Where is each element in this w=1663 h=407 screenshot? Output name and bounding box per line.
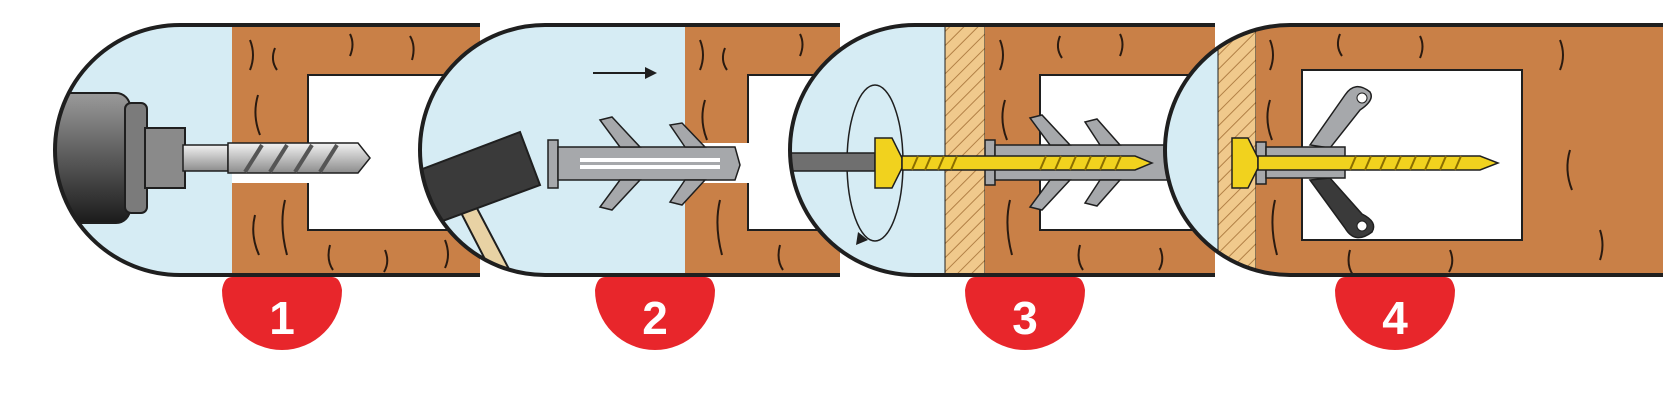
- step-badge-3: 3: [965, 277, 1085, 350]
- step-panel-3: [788, 23, 1215, 277]
- step-number-3: 3: [1012, 292, 1038, 344]
- step-number-4: 4: [1382, 292, 1408, 344]
- drill-icon: [55, 92, 186, 224]
- screw-icon: [1231, 137, 1501, 189]
- step-number-2: 2: [642, 292, 668, 344]
- wall-anchor-icon: [547, 116, 741, 211]
- step-panel-4: [1163, 23, 1663, 277]
- step-badge-2: 2: [595, 277, 715, 350]
- step-badge-1: 1: [222, 277, 342, 350]
- step-badge-4: 4: [1335, 277, 1455, 350]
- toggle-wings-icon: [1308, 86, 1375, 239]
- drill-bit-icon: [182, 142, 371, 174]
- wood-grain: [249, 33, 449, 273]
- screw-icon: [874, 137, 1154, 189]
- step-panel-2: [418, 23, 840, 277]
- arrow-right-icon: [593, 67, 657, 79]
- step-number-1: 1: [269, 292, 295, 344]
